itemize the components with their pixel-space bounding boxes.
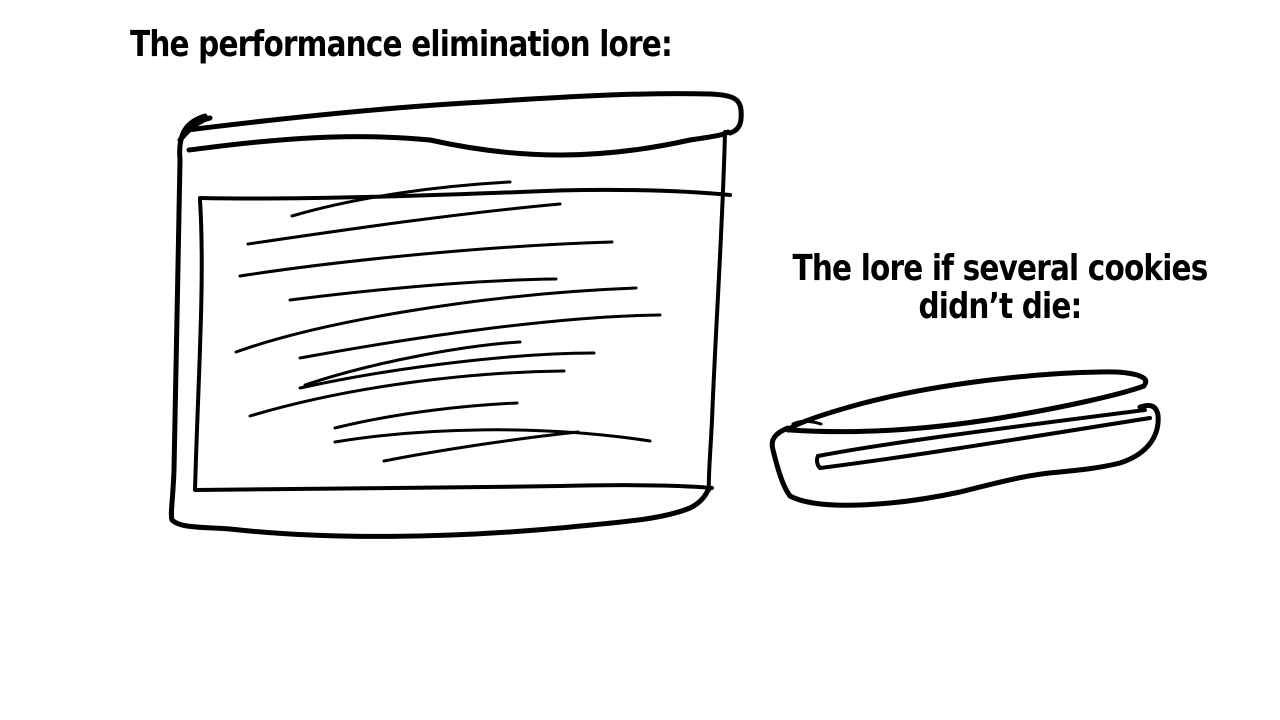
- caption-cookies-lore: The lore if several cookies didn’t die:: [792, 248, 1209, 327]
- caption-performance-elimination-lore: The performance elimination lore:: [130, 24, 673, 65]
